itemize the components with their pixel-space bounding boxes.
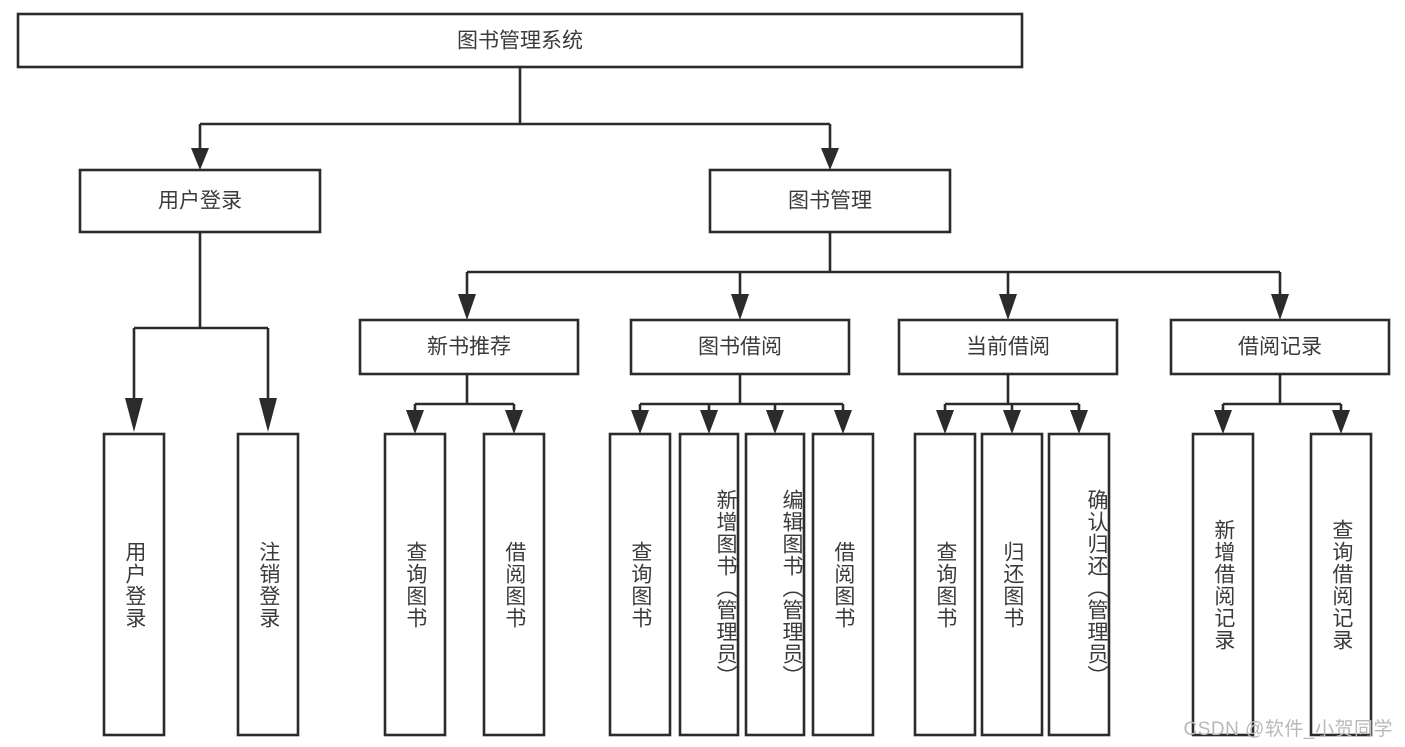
arrow-head-br-leaf-2	[1332, 410, 1350, 434]
arrow-head-nb-leaf-1	[406, 410, 424, 434]
leaf-boxes-book-borrow	[608, 432, 875, 737]
node-book-borrow-label: 图书借阅	[698, 336, 782, 359]
node-new-book-recommend[interactable]: 新书推荐	[358, 318, 580, 376]
arrow-head-new-book	[458, 294, 476, 320]
arrow-head-bb-leaf-1	[631, 410, 649, 434]
connector-user-login-to-leaves	[125, 232, 277, 432]
leaf-boxes-user-login	[102, 432, 300, 737]
leaf-box-cb-return-book[interactable]	[980, 432, 1044, 737]
node-user-login[interactable]: 用户登录	[78, 168, 322, 234]
node-root-label: 图书管理系统	[457, 30, 583, 53]
arrow-head-cb-leaf-3	[1070, 410, 1088, 434]
arrow-head-borrow-record	[1271, 294, 1289, 320]
node-borrow-record-box[interactable]	[1169, 318, 1391, 376]
arrow-head-bb-leaf-2	[700, 410, 718, 434]
node-current-borrow[interactable]: 当前借阅	[897, 318, 1119, 376]
connector-root-to-level2	[191, 67, 839, 170]
leaf-box-bb-query-book[interactable]	[608, 432, 672, 737]
arrow-head-current-borrow	[999, 294, 1017, 320]
node-root-box[interactable]	[16, 12, 1024, 69]
node-root[interactable]: 图书管理系统	[16, 12, 1024, 69]
arrow-head-cb-leaf-1	[936, 410, 954, 434]
leaf-box-br-add-record[interactable]	[1191, 432, 1255, 737]
arrow-head-book-borrow	[731, 294, 749, 320]
node-book-manage[interactable]: 图书管理	[708, 168, 952, 234]
leaf-box-user-login[interactable]	[102, 432, 166, 737]
leaf-box-br-query-record[interactable]	[1309, 432, 1373, 737]
arrow-head-bb-leaf-4	[834, 410, 852, 434]
connector-book-borrow-to-leaves	[631, 374, 852, 434]
node-current-borrow-box[interactable]	[897, 318, 1119, 376]
node-new-book-recommend-box[interactable]	[358, 318, 580, 376]
leaf-box-logout[interactable]	[236, 432, 300, 737]
leaf-boxes-borrow-record	[1191, 432, 1373, 737]
leaf-box-cb-confirm-return[interactable]	[1047, 432, 1111, 737]
arrow-head-user-login	[191, 148, 209, 170]
leaf-boxes-new-book-recommend	[383, 432, 546, 737]
arrow-head-leaf-logout	[259, 398, 277, 432]
node-user-login-label: 用户登录	[158, 190, 242, 213]
connector-book-manage-to-level3	[458, 232, 1289, 320]
node-book-manage-box[interactable]	[708, 168, 952, 234]
arrow-head-br-leaf-1	[1214, 410, 1232, 434]
connector-new-book-to-leaves	[406, 374, 523, 434]
leaf-box-nb-borrow-book[interactable]	[482, 432, 546, 737]
node-borrow-record-label: 借阅记录	[1238, 336, 1322, 359]
leaf-box-bb-borrow-book[interactable]	[811, 432, 875, 737]
arrow-head-leaf-user-login	[125, 398, 143, 432]
node-borrow-record[interactable]: 借阅记录	[1169, 318, 1391, 376]
arrow-head-bb-leaf-3	[766, 410, 784, 434]
node-book-borrow-box[interactable]	[629, 318, 851, 376]
node-user-login-box[interactable]	[78, 168, 322, 234]
leaf-box-cb-query-book[interactable]	[913, 432, 977, 737]
node-book-borrow[interactable]: 图书借阅	[629, 318, 851, 376]
leaf-boxes-current-borrow	[913, 432, 1111, 737]
arrow-head-cb-leaf-2	[1003, 410, 1021, 434]
watermark: CSDN @软件_小贺同学	[1183, 719, 1393, 740]
node-book-manage-label: 图书管理	[788, 190, 872, 213]
connector-borrow-record-to-leaves	[1214, 374, 1350, 434]
connector-current-borrow-to-leaves	[936, 374, 1088, 434]
node-current-borrow-label: 当前借阅	[966, 336, 1050, 359]
node-new-book-recommend-label: 新书推荐	[427, 336, 511, 359]
leaf-box-bb-add-book[interactable]	[678, 432, 740, 737]
leaf-box-nb-query-book[interactable]	[383, 432, 447, 737]
leaf-box-bb-edit-book[interactable]	[744, 432, 806, 737]
arrow-head-nb-leaf-2	[505, 410, 523, 434]
arrow-head-book-manage	[821, 148, 839, 170]
